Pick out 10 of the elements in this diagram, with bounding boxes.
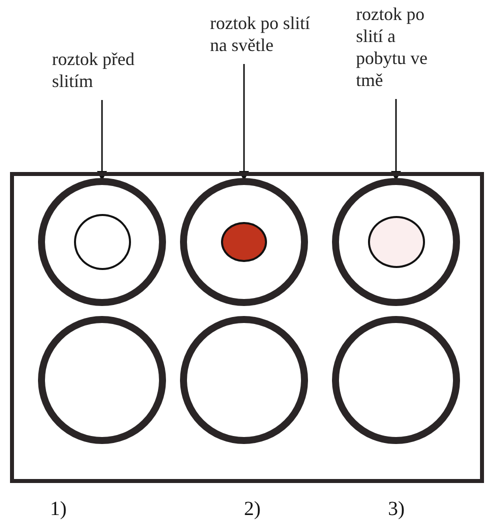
annotation-text: roztok po slití a pobytu ve tmě: [356, 3, 446, 91]
arrow: [97, 100, 107, 181]
column-number: 3): [388, 498, 405, 521]
column-number: 1): [50, 498, 67, 521]
well-plate: [10, 172, 484, 483]
arrow: [239, 64, 249, 181]
arrow: [391, 99, 401, 181]
column-number: 2): [244, 498, 261, 521]
annotation-text: roztok po slití na světle: [210, 12, 320, 56]
annotation-text: roztok před slitím: [52, 48, 177, 92]
